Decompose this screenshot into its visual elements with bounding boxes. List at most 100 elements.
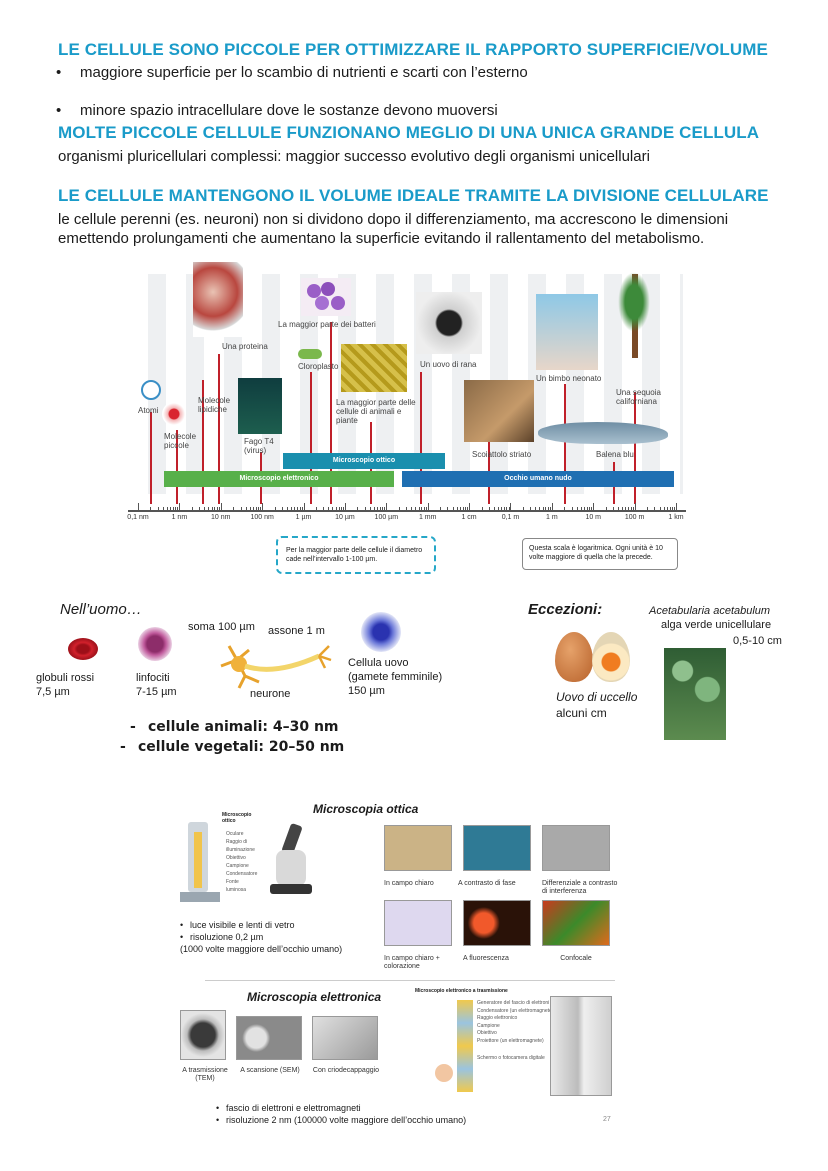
sequoia-image: [618, 272, 650, 332]
scale-figure: Microscopio ottico Microscopio elettroni…: [118, 262, 698, 580]
scale-minor-tick: [301, 507, 303, 511]
scale-minor-tick: [580, 507, 582, 511]
optical-bar: Microscopio ottico: [283, 453, 445, 469]
scale-minor-tick: [157, 507, 159, 511]
scale-tick-label: 1 km: [668, 514, 684, 521]
bird-egg-label: Uovo di uccello: [556, 690, 638, 704]
page-number: 27: [603, 1116, 611, 1123]
optical-bar-label: Microscopio ottico: [332, 457, 396, 464]
scale-minor-tick: [647, 507, 649, 511]
label-bimbo: Un bimbo neonato: [536, 374, 602, 383]
label-uovo-rana: Un uovo di rana: [420, 360, 477, 369]
optical-note: (1000 volte maggiore dell’occhio umano): [180, 944, 343, 954]
rbc-icon: [68, 638, 98, 660]
tem-part-1: Generatore del fascio di elettroni: [477, 1000, 550, 1006]
scale-minor-tick: [632, 507, 634, 511]
human-heading: Nell’uomo…: [60, 601, 142, 618]
scale-tick-label: 10 nm: [211, 514, 231, 521]
img-contrasto-fase: [463, 825, 531, 871]
electron-bar: Microscopio elettronico: [164, 471, 394, 487]
cap-cryo: Con criodecappaggio: [312, 1067, 380, 1074]
scale-minor-tick: [177, 507, 179, 511]
baby-image: [536, 294, 598, 370]
scale-minor-tick: [170, 507, 172, 511]
scale-minor-tick: [382, 507, 384, 511]
optical-title: Microscopia ottica: [313, 802, 419, 816]
cap-sem: A scansione (SEM): [240, 1067, 300, 1074]
img-differenziale: [542, 825, 610, 871]
img-sem: [236, 1016, 302, 1060]
scale-major-tick: [303, 503, 305, 511]
lymph-size: 7-15 µm: [136, 686, 177, 698]
scale-minor-tick: [674, 507, 676, 511]
electron-bullet-1: fascio di elettroni e elettromagneti: [212, 1102, 466, 1114]
scale-minor-tick: [211, 507, 213, 511]
scale-minor-tick: [332, 507, 334, 511]
scale-minor-tick: [493, 507, 495, 511]
label-cloroplasto: Cloroplasto: [298, 362, 339, 371]
tem-parts: Generatore del fascio di elettroni Conde…: [477, 1000, 555, 1063]
egg-label: Cellula uovo: [348, 657, 409, 669]
scale-minor-tick: [654, 507, 656, 511]
egg-size: 150 µm: [348, 685, 385, 697]
scale-minor-tick: [369, 507, 371, 511]
soma-label: soma 100 µm: [188, 621, 255, 633]
label-atomi: Atomi: [138, 406, 159, 415]
optical-bullet-2: risoluzione 0,2 µm: [176, 931, 342, 943]
scale-minor-tick: [671, 507, 673, 511]
scale-tick-label: 100 m: [624, 514, 645, 521]
scale-minor-tick: [299, 507, 301, 511]
cap-fluorescenza: A fluorescenza: [463, 955, 509, 962]
img-campo-chiaro: [384, 825, 452, 871]
section-text-3b: emettendo prolungamenti che aumentano la…: [58, 230, 705, 247]
tem-column: [457, 1000, 473, 1092]
section-text-3a: le cellule perenni (es. neuroni) non si …: [58, 211, 729, 228]
axon-label: assone 1 m: [268, 625, 325, 637]
protein-image: [193, 262, 243, 337]
scale-minor-tick: [245, 507, 247, 511]
whale-image: [538, 422, 668, 444]
scale-minor-tick: [166, 507, 168, 511]
scale-minor-tick: [549, 507, 551, 511]
scale-minor-tick: [421, 507, 423, 511]
egg-cell-icon: [361, 612, 401, 652]
atom-icon: [141, 380, 161, 400]
chloroplast-image: [298, 349, 322, 359]
lymph-label: linfociti: [136, 672, 170, 684]
electron-bullet-2: risoluzione 2 nm (100000 volte maggiore …: [212, 1114, 466, 1126]
bullet-1: maggiore superficie per lo scambio di nu…: [52, 63, 828, 82]
scale-minor-tick: [630, 507, 632, 511]
tem-part-2: Condensatore (un elettromagnete): [477, 1007, 554, 1014]
bird-egg-half-icon: [592, 632, 630, 682]
scale-minor-tick: [274, 507, 276, 511]
optical-part-3: Obiettivo: [226, 855, 246, 861]
scale-minor-tick: [260, 507, 262, 511]
scale-minor-tick: [379, 507, 381, 511]
scale-minor-tick: [488, 507, 490, 511]
note-animal-dash: -: [130, 719, 136, 735]
scale-minor-tick: [542, 507, 544, 511]
section-title-2: MOLTE PICCOLE CELLULE FUNZIONANO MEGLIO …: [58, 123, 760, 142]
scale-minor-tick: [415, 507, 417, 511]
scale-minor-tick: [281, 507, 283, 511]
scale-minor-tick: [501, 507, 503, 511]
lymphocyte-icon: [138, 627, 172, 661]
scale-minor-tick: [576, 507, 578, 511]
label-fago: Fago T4 (virus): [244, 437, 274, 455]
scale-minor-tick: [233, 507, 235, 511]
scale-minor-tick: [214, 507, 216, 511]
scale-tick-label: 1 nm: [171, 514, 188, 521]
optical-part-1: Oculare: [226, 831, 244, 837]
scale-minor-tick: [498, 507, 499, 511]
scale-major-tick: [220, 503, 222, 511]
scale-minor-tick: [328, 507, 330, 511]
scale-minor-tick: [191, 507, 193, 511]
scale-minor-tick: [398, 507, 400, 511]
small-molecule-icon: [162, 402, 186, 426]
scale-minor-tick: [612, 507, 614, 511]
img-fluorescenza: [463, 900, 531, 946]
aceta-desc: alga verde unicellulare: [661, 619, 772, 631]
scale-minor-tick: [564, 507, 566, 511]
scale-major-tick: [138, 503, 139, 511]
optical-parts: Oculare Raggio di illuminazione Obiettiv…: [226, 830, 260, 894]
